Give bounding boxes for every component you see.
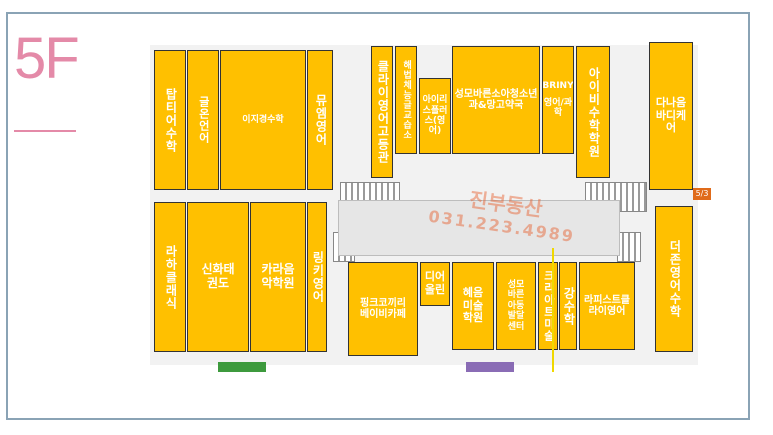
shop-danaeum-bodycare[interactable]: 다나음바디케어 — [649, 42, 693, 190]
stairs-right-lower — [617, 232, 641, 262]
shop-raha-classic[interactable]: 라하클래식 — [154, 202, 186, 352]
shop-tabtier-math[interactable]: 탑티어수학 — [154, 50, 186, 190]
shop-label: 강수학 — [561, 286, 576, 326]
shop-label: 성모바른아동발달센터 — [507, 280, 525, 332]
shop-label: 링키영어 — [310, 251, 325, 303]
shop-iris-plus[interactable]: 아이리스플러스(영어) — [419, 78, 451, 154]
shop-label: 클라이영어고등관 — [375, 60, 390, 164]
shop-seongmo-clinic-pharmacy[interactable]: 성모바른소아청소년과&망고약국 — [452, 46, 540, 154]
shop-label: 라하클래식 — [163, 244, 178, 310]
corridor — [338, 200, 620, 256]
shop-label: 혜음미술학원 — [462, 286, 484, 325]
shop-haebeop[interactable]: 해법체능글교습소 — [395, 46, 417, 154]
shop-lapist-clai-english[interactable]: 라피스트클라이영어 — [579, 262, 635, 350]
shop-ivy-math[interactable]: 아이비수학학원 — [576, 46, 610, 178]
shop-linky-english[interactable]: 링키영어 — [307, 202, 327, 352]
shop-label: 글온언어 — [197, 96, 211, 144]
shop-easy-math[interactable]: 이지경수학 — [220, 50, 306, 190]
purple-marker — [466, 362, 514, 372]
shop-label: 핑크코끼리베이비카페 — [360, 297, 406, 321]
green-marker — [218, 362, 266, 372]
shop-kang-math[interactable]: 강수학 — [559, 262, 577, 350]
shop-dear-olin[interactable]: 디어올린 — [420, 262, 450, 306]
floor-label: 5F — [14, 26, 80, 91]
shop-label: BRINY — [542, 81, 574, 92]
shop-sublabel: 영어/과학 — [543, 97, 573, 119]
shop-label: 이지경수학 — [242, 114, 284, 125]
shop-kara-music[interactable]: 카라음악학원 — [250, 202, 306, 352]
floor-underline — [14, 130, 76, 132]
shop-label: 디어올린 — [424, 270, 446, 296]
shop-label: 탑티어수학 — [163, 87, 178, 153]
shop-kriart-art[interactable]: 크리아트미술 — [538, 262, 558, 350]
shop-label: 아이비수학학원 — [586, 66, 601, 158]
shop-geulon[interactable]: 글온언어 — [187, 50, 219, 190]
shop-label: 뮤엠영어 — [313, 94, 328, 146]
shop-thezone-english-math[interactable]: 더존영어수학 — [655, 206, 693, 352]
shop-hyeeum-art[interactable]: 혜음미술학원 — [452, 262, 494, 350]
shop-label: 성모바른소아청소년과&망고약국 — [454, 88, 538, 112]
shop-label: 아이리스플러스(영어) — [422, 95, 448, 137]
shop-label: 더존영어수학 — [667, 240, 682, 318]
shop-seongmo-child-center[interactable]: 성모바른아동발달센터 — [496, 262, 536, 350]
shop-briny[interactable]: BRINY 영어/과학 — [542, 46, 574, 154]
shop-label: 다나음바디케어 — [655, 96, 687, 135]
yellow-guide-line — [552, 248, 554, 372]
red-tag: 5/3 — [693, 188, 711, 200]
shop-clai-english-high[interactable]: 클라이영어고등관 — [371, 46, 393, 178]
shop-pink-elephant-cafe[interactable]: 핑크코끼리베이비카페 — [348, 262, 418, 356]
shop-sinhwa-taekwondo[interactable]: 신화태권도 — [187, 202, 249, 352]
shop-label: 신화태권도 — [201, 262, 235, 290]
shop-label: 카라음악학원 — [261, 262, 295, 290]
shop-mueum-english[interactable]: 뮤엠영어 — [307, 50, 333, 190]
shop-label: 라피스트클라이영어 — [584, 294, 630, 318]
shop-label: 해법체능글교습소 — [401, 60, 412, 140]
